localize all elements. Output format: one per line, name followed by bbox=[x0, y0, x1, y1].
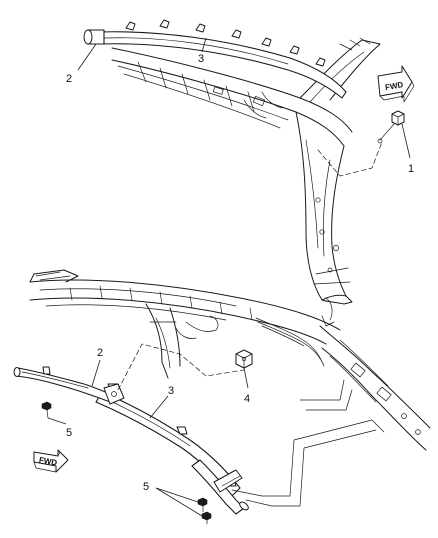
callout-bottom-5-left: 5 bbox=[66, 427, 72, 439]
top-callouts: 2 3 1 bbox=[66, 37, 414, 175]
callout-top-1: 1 bbox=[408, 163, 414, 175]
top-fwd-label: FWD bbox=[384, 80, 404, 92]
callout-bottom-5-right: 5 bbox=[143, 481, 149, 493]
bottom-callouts: 2 3 4 5 5 bbox=[47, 347, 250, 517]
callout-top-2: 2 bbox=[66, 73, 72, 85]
bottom-body-structure bbox=[29, 269, 431, 451]
top-fwd-arrow: FWD bbox=[377, 65, 415, 103]
bottom-curtain-airbag bbox=[95, 383, 249, 515]
bottom-inflator-module bbox=[13, 366, 125, 405]
top-route-line bbox=[317, 141, 383, 177]
callout-bottom-4: 4 bbox=[244, 393, 250, 405]
bottom-fwd-label: FWD bbox=[38, 455, 58, 467]
callout-bottom-3: 3 bbox=[168, 385, 174, 397]
bottom-clip-fastener bbox=[235, 349, 253, 369]
top-body-structure bbox=[111, 37, 381, 305]
top-curtain-airbag bbox=[83, 19, 347, 99]
top-screw-fastener bbox=[377, 110, 405, 144]
bottom-screws bbox=[41, 401, 212, 525]
callout-top-3: 3 bbox=[198, 53, 204, 65]
bottom-fwd-arrow: FWD bbox=[33, 449, 69, 473]
bottom-route-lines bbox=[117, 321, 385, 507]
callout-bottom-2: 2 bbox=[97, 347, 103, 359]
